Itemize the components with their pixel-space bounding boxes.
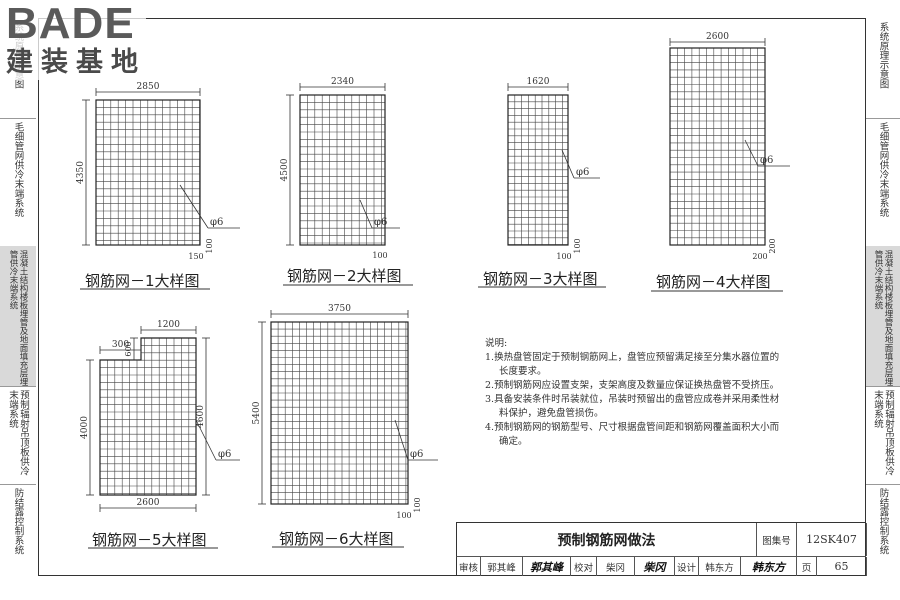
mesh-5-top-width-dim-text: 1200 (157, 320, 180, 330)
mesh-3-spacing2: 100 (556, 252, 571, 261)
drawing-frame (38, 18, 866, 576)
mesh-5-height-dim-text: 4000 (80, 416, 90, 439)
mesh-4-spacing: 200 (768, 238, 777, 253)
mesh-3-rebar-text: φ6 (576, 167, 589, 178)
side-tab-embedded-pipe-r[interactable]: 混凝土结构楼板埋管及地面填充层埋管供冷末端系统 (866, 246, 900, 387)
mesh-5-rebar-text: φ6 (218, 449, 231, 460)
notes-heading: 说明: (485, 338, 508, 349)
logo: BADE 建装基地 (6, 2, 146, 80)
mesh-2-rebar-text: φ6 (374, 217, 387, 228)
mesh-6-width-dim-text: 3750 (328, 304, 351, 314)
review-label: 审核 (457, 557, 481, 576)
mesh-4-grid-bars (669, 47, 766, 245)
mesh-3-caption: 钢筋网－3大样图 (483, 270, 598, 288)
mesh-6-spacing2: 100 (396, 511, 411, 520)
mesh-5-notch-height-text: 600 (124, 341, 133, 356)
mesh-4-rebar-text: φ6 (760, 155, 773, 166)
reviewer-signature: 郭其峰 (523, 557, 571, 576)
mesh-4-rebar-leader (744, 139, 759, 167)
designer-name: 韩东方 (699, 557, 741, 576)
note-4: 4.预制钢筋网的钢筋型号、尺寸根据盘管间距和钢筋网覆盖面积大小而 (485, 422, 780, 433)
mesh-2-grid (299, 94, 386, 246)
mesh-6-rebar-leader (394, 419, 409, 461)
mesh-3-grid-bars (507, 94, 568, 245)
mesh-5-grid (99, 337, 197, 496)
mesh-3-grid (507, 94, 569, 246)
designer-signature: 韩东方 (741, 557, 797, 576)
mesh-3-rebar-leader (561, 149, 575, 179)
mesh-5-grid-bars (99, 337, 196, 495)
mesh-4-grid (669, 47, 766, 246)
mesh-1-width-dim-text: 2850 (137, 82, 160, 92)
note-3-cont: 料保护，避免盘管损伤。 (499, 408, 604, 419)
left-tab-strip: 系统原理示意图 毛细管网供冷末端系统 混凝土结构楼板埋管及地面填充层埋管供冷末端… (0, 18, 36, 576)
mesh-4-width-dim-text: 2600 (706, 32, 729, 42)
mesh-2-rebar-leader (359, 199, 373, 229)
mesh-2-grid-outline (299, 94, 386, 246)
checker-signature: 柴冈 (635, 557, 675, 576)
mesh-6-grid-outline (270, 321, 409, 505)
mesh-1-spacing2: 150 (188, 252, 203, 261)
mesh-5-notch-width-dim-text: 300 (112, 340, 129, 350)
mesh-2-spacing: 100 (372, 251, 387, 260)
mesh-1-grid-bars (95, 99, 200, 245)
side-tab-condensation[interactable]: 防结露控制系统 (12, 488, 24, 555)
side-tab-radiant-ceiling[interactable]: 预制辐射吊顶板供冷末端系统 (0, 386, 36, 485)
note-3: 3.具备安装条件时吊装就位，吊装时预留出的盘管应成卷并采用柔性材 (485, 394, 780, 405)
mesh-1-rebar-text: φ6 (210, 217, 223, 228)
mesh-2-grid-bars (299, 94, 385, 245)
mesh-3-grid-outline (507, 94, 569, 246)
mesh-5-rebar-leader (195, 419, 217, 461)
mesh-1-caption: 钢筋网－1大样图 (85, 272, 200, 290)
mesh-5-height2-dim-text: 4600 (196, 405, 206, 428)
mesh-1-rebar-leader (179, 184, 209, 229)
mesh-6-grid (270, 321, 409, 505)
mesh-4-caption: 钢筋网－4大样图 (656, 273, 771, 291)
logo-chinese: 建装基地 (6, 47, 146, 78)
page-number: 65 (817, 557, 867, 576)
design-label: 设计 (675, 557, 699, 576)
right-tab-strip: 系统原理示意图 毛细管网供冷末端系统 混凝土结构楼板埋管及地面填充层埋管供冷末端… (866, 18, 900, 576)
notes-block: 说明: 1.换热盘管固定于预制钢筋网上，盘管应预留满足接至分集水器位置的 长度要… (485, 337, 805, 449)
mesh-1-spacing: 100 (205, 238, 214, 253)
mesh-6-height-dim-text: 5400 (252, 401, 262, 424)
mesh-4-grid-outline (669, 47, 766, 246)
atlas-number: 12SK407 (797, 523, 867, 556)
mesh-3-spacing: 100 (573, 238, 582, 253)
note-1: 1.换热盘管固定于预制钢筋网上，盘管应预留满足接至分集水器位置的 (485, 352, 780, 363)
side-tab-system-principle-r[interactable]: 系统原理示意图 (866, 18, 900, 119)
side-tab-radiant-ceiling-r[interactable]: 预制辐射吊顶板供冷末端系统 (866, 386, 900, 485)
mesh-4-spacing2: 200 (752, 252, 767, 261)
mesh-3-width-dim-text: 1620 (527, 77, 550, 87)
title-block: 预制钢筋网做法 图集号 12SK407 审核 郭其峰 郭其峰 校对 柴冈 柴冈 … (456, 522, 867, 576)
note-4-cont: 确定。 (499, 436, 528, 447)
mesh-6-rebar-text: φ6 (410, 449, 423, 460)
note-2: 2.预制钢筋网应设置支架，支架高度及数量应保证换热盘管不受挤压。 (485, 380, 780, 391)
logo-wordmark: BADE (6, 0, 135, 48)
checker-name: 柴冈 (597, 557, 635, 576)
atlas-label: 图集号 (757, 523, 797, 556)
mesh-1-height-dim-text: 4350 (76, 161, 86, 184)
mesh-2-width-dim-text: 2340 (331, 77, 354, 87)
reviewer-name: 郭其峰 (481, 557, 523, 576)
mesh-1-grid-outline (95, 99, 201, 246)
mesh-6-spacing: 100 (413, 497, 422, 512)
note-1-cont: 长度要求。 (499, 366, 547, 377)
mesh-2-height-dim-text: 4500 (280, 158, 290, 181)
mesh-6-caption: 钢筋网－6大样图 (279, 530, 394, 548)
mesh-2-caption: 钢筋网－2大样图 (287, 267, 402, 285)
side-tab-embedded-pipe[interactable]: 混凝土结构楼板埋管及地面填充层埋管供冷末端系统 (0, 246, 36, 387)
mesh-5-grid-outline (99, 337, 197, 496)
mesh-5-caption: 钢筋网－5大样图 (92, 531, 207, 549)
side-tab-condensation-r[interactable]: 防结露控制系统 (877, 488, 889, 555)
page-label: 页 (797, 557, 817, 576)
drawing-title: 预制钢筋网做法 (457, 523, 757, 556)
mesh-6-grid-bars (270, 321, 408, 504)
check-label: 校对 (571, 557, 597, 576)
mesh-5-width-dim-text: 2600 (137, 498, 160, 508)
mesh-1-grid (95, 99, 201, 246)
